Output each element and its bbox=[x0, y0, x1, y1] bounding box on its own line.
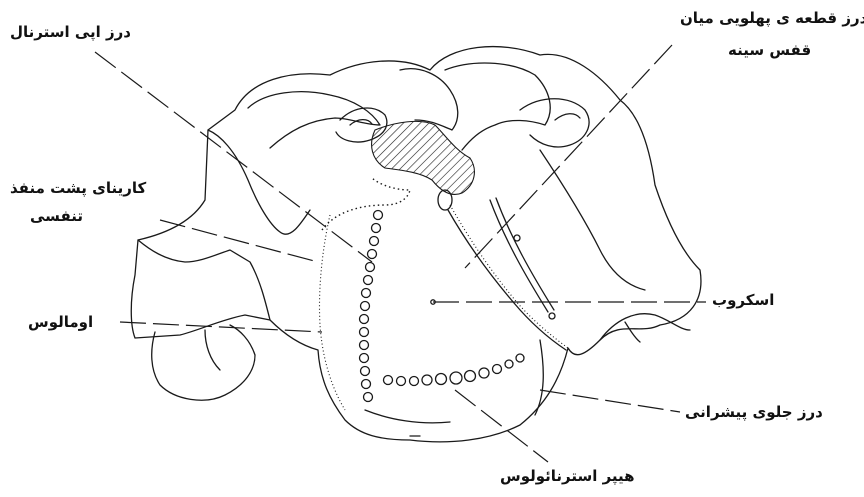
lower-plate-bottom bbox=[365, 410, 450, 423]
intercostal-node-1 bbox=[514, 235, 520, 241]
leader-epi-sternal bbox=[95, 52, 372, 262]
label-epi-sternal-suture: درز اپی استرنال bbox=[10, 22, 131, 42]
precoxal-suture-ticks bbox=[450, 205, 568, 348]
right-coxa-inner bbox=[625, 322, 640, 342]
label-hypersternaulus: هیپر استرنائولوس bbox=[500, 466, 635, 486]
small-oval bbox=[438, 190, 452, 210]
hatched-region bbox=[372, 121, 475, 194]
label-intercostal-suture-line2: قفس سینه bbox=[728, 40, 811, 60]
precoxal-suture-line bbox=[448, 210, 566, 350]
label-scrobe: اسکروب bbox=[712, 290, 774, 310]
label-intercostal-suture-line1: درز قطعه ی پهلویی میان bbox=[680, 8, 864, 28]
intercostal-node-2 bbox=[549, 313, 555, 319]
central-lobe bbox=[400, 69, 458, 130]
left-lobe bbox=[208, 130, 310, 234]
label-respiratory-carina-line1: کارینای پشت منفذ bbox=[10, 178, 146, 198]
leader-ommaleus bbox=[120, 322, 322, 332]
left-coxa-inner bbox=[205, 330, 220, 370]
label-respiratory-carina-line2: تنفسی bbox=[30, 206, 83, 226]
dotted-boundary bbox=[322, 178, 410, 230]
right-coxa bbox=[600, 314, 690, 340]
left-pleuron bbox=[138, 240, 270, 320]
leader-hypersternaulus bbox=[455, 390, 548, 462]
epi-sternal-chain bbox=[360, 211, 383, 402]
right-upper-lobe bbox=[445, 63, 550, 150]
intercostal-line-b bbox=[496, 198, 554, 310]
hypersternaulus-chain bbox=[384, 354, 525, 386]
intercostal-line-a bbox=[490, 200, 548, 312]
right-loop-1 bbox=[520, 99, 589, 147]
leader-intercostal bbox=[465, 45, 672, 268]
label-ommaleus: اومالوس bbox=[28, 312, 93, 332]
label-anterior-pleural-suture: درز جلوی پیشرانی bbox=[685, 402, 823, 422]
leader-anterior-pleural bbox=[540, 390, 680, 412]
right-loop-2 bbox=[555, 114, 580, 120]
